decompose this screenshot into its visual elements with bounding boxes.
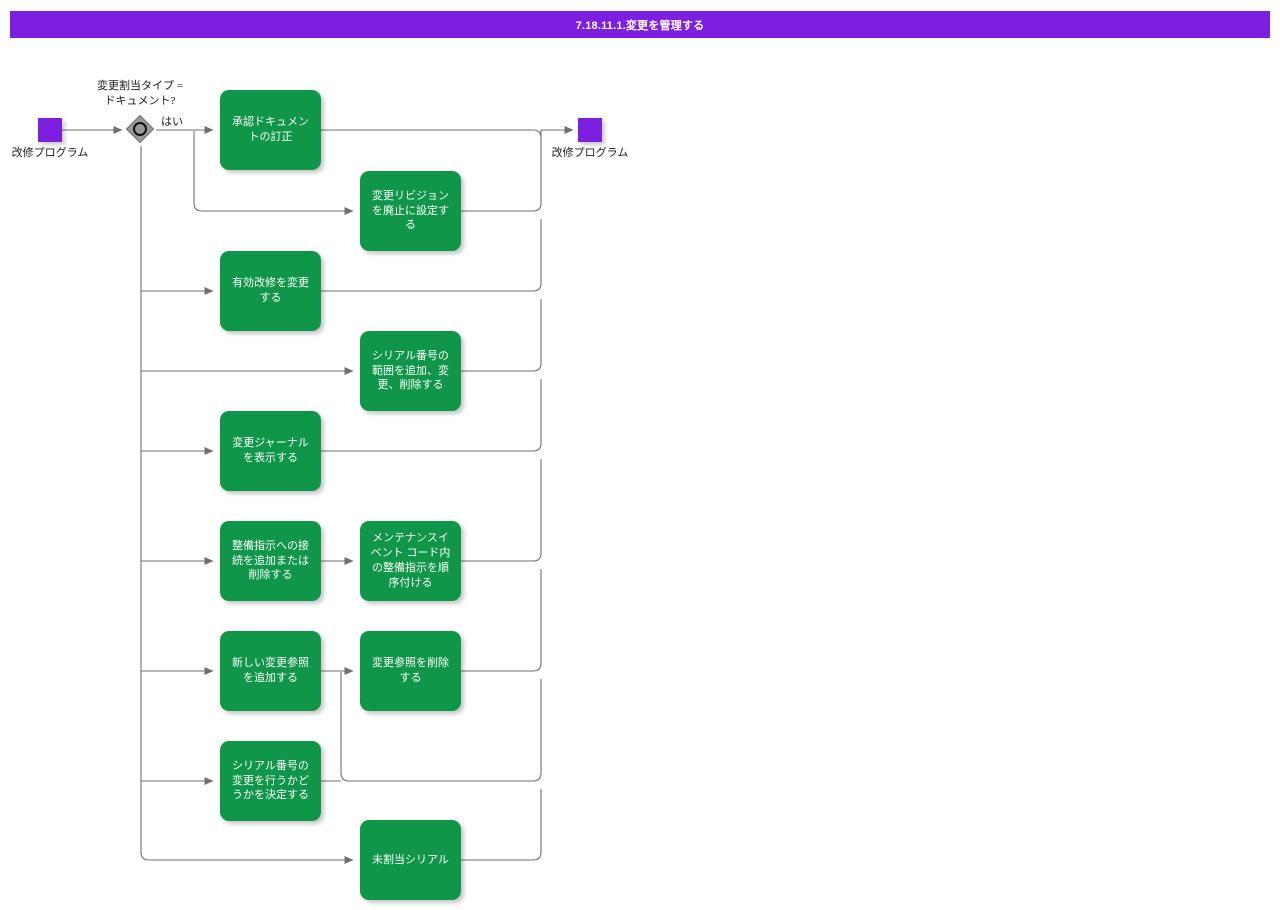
task-label: 未割当シリアル xyxy=(372,853,449,866)
task-node[interactable]: 変更リビジョンを廃止に設定する xyxy=(360,171,461,251)
gateway-label-line1: 変更割当タイプ = xyxy=(97,80,183,92)
page-title: 7.18.11.1.変更を管理する xyxy=(10,11,1270,38)
start-event-label: 改修プログラム xyxy=(11,147,89,159)
wire-t9-to-collector xyxy=(461,569,542,672)
task-node[interactable]: 有効改修を変更する xyxy=(220,251,321,331)
task-label: 整備指示への接続を追加または削除する xyxy=(232,539,309,582)
task-label: 変更リビジョンを廃止に設定する xyxy=(372,189,449,232)
gateway-diamond-icon xyxy=(125,114,155,144)
end-event-label: 改修プログラム xyxy=(551,147,629,159)
task-node[interactable]: 新しい変更参照を追加する xyxy=(220,631,321,711)
wire-t4-to-collector xyxy=(461,299,542,372)
wire-t11-to-collector xyxy=(461,789,542,861)
task-node[interactable]: 整備指示への接続を追加または削除する xyxy=(220,521,321,601)
task-node[interactable]: 変更ジャーナルを表示する xyxy=(220,411,321,491)
task-node[interactable]: シリアル番号の範囲を追加、変更、削除する xyxy=(360,331,461,411)
task-node[interactable]: 承認ドキュメントの訂正 xyxy=(220,90,321,170)
task-label: 変更参照を削除する xyxy=(372,657,449,684)
task-label: 新しい変更参照を追加する xyxy=(232,657,309,684)
task-node[interactable]: 未割当シリアル xyxy=(360,820,461,900)
wire-t2-to-collector xyxy=(461,138,542,212)
wire-t7-to-collector xyxy=(461,459,542,562)
gateway-yes-label: はい xyxy=(161,116,183,128)
task-label: シリアル番号の範囲を追加、変更、削除する xyxy=(372,349,449,392)
task-node[interactable]: メンテナンスイベント コード内の整備指示を順序付ける xyxy=(360,521,461,601)
task-label: メンテナンスイベント コード内の整備指示を順序付ける xyxy=(370,532,451,589)
wire-collector-corner xyxy=(533,114,541,130)
task-node[interactable]: 変更参照を削除する xyxy=(360,631,461,711)
gateway-label: 変更割当タイプ = ドキュメント? xyxy=(55,79,225,109)
task-node[interactable]: シリアル番号の変更を行うかどうかを決定する xyxy=(220,741,321,821)
task-label: 変更ジャーナルを表示する xyxy=(232,437,309,464)
task-label: シリアル番号の変更を行うかどうかを決定する xyxy=(232,759,309,802)
gateway-label-line2: ドキュメント? xyxy=(104,94,176,107)
end-event-icon xyxy=(578,118,602,142)
task-label: 有効改修を変更する xyxy=(232,277,309,304)
start-event-icon xyxy=(38,118,62,142)
wire-t1-to-collector xyxy=(321,129,542,139)
task-label: 承認ドキュメントの訂正 xyxy=(232,116,309,143)
